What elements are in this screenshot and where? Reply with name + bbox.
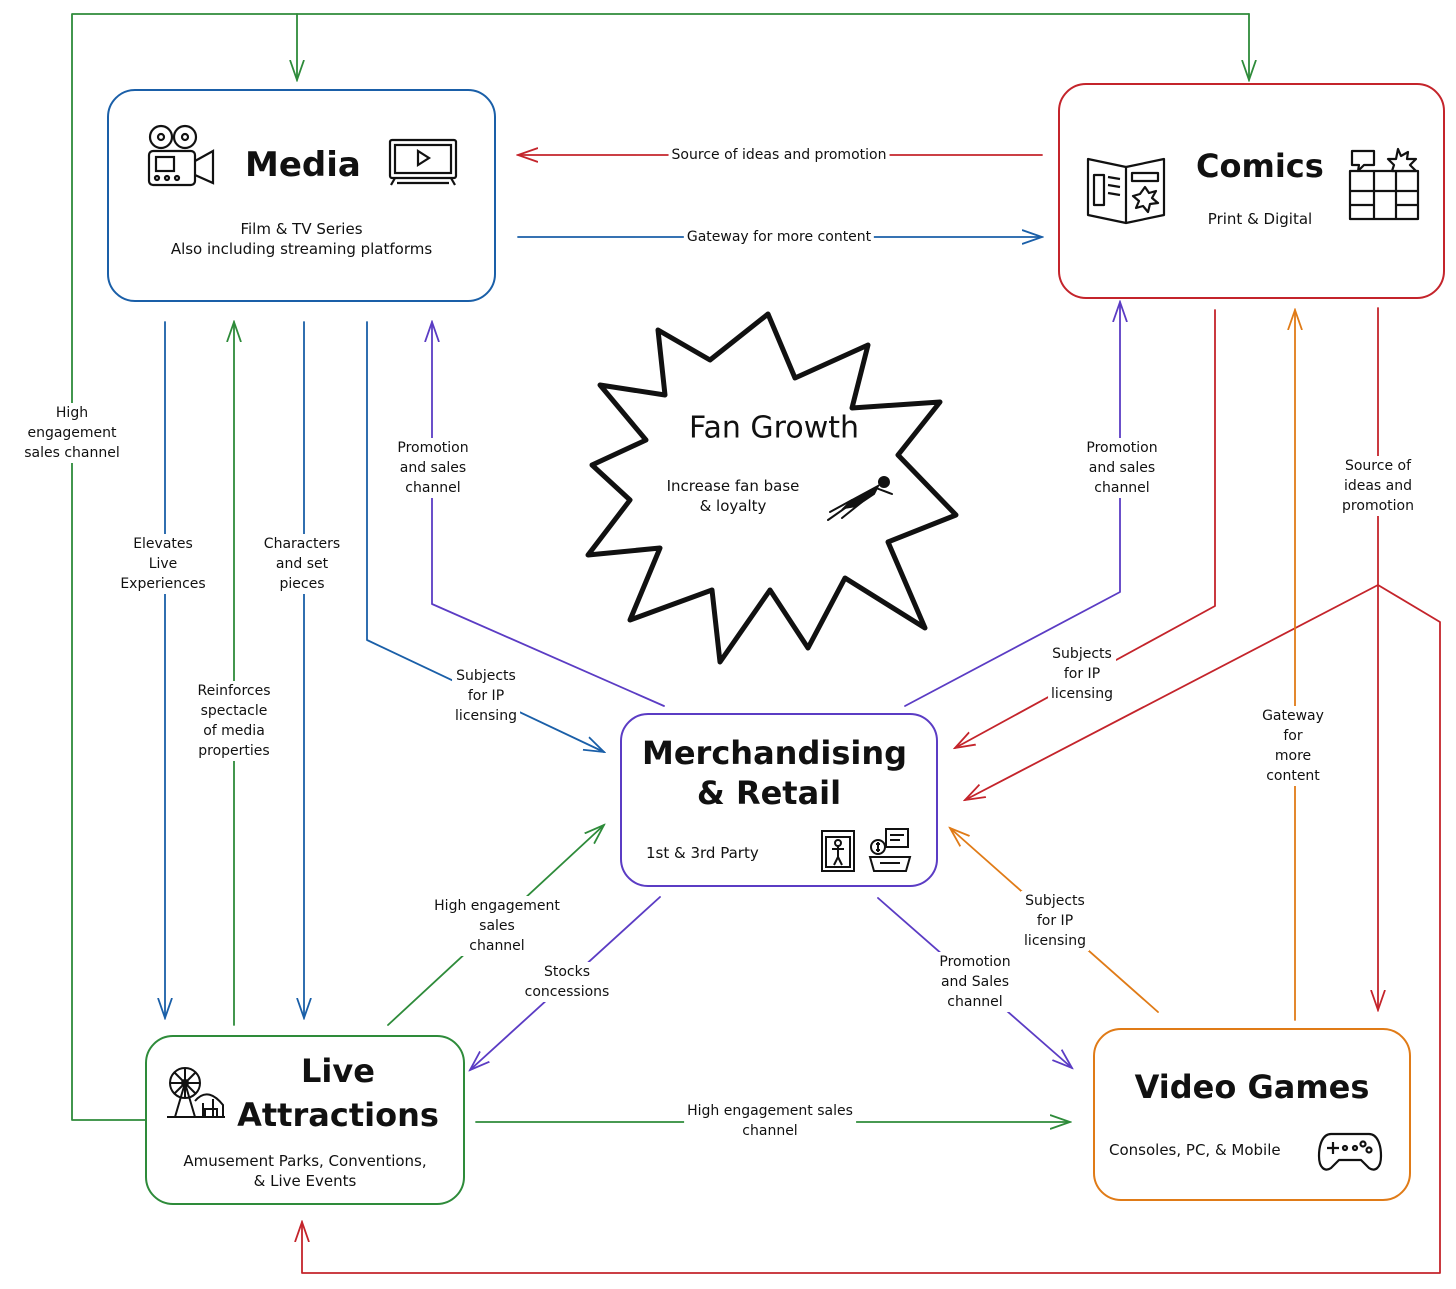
edge-merch-to-comics-promotion: [904, 302, 1120, 707]
edge-merch-to-media-promotion: [432, 322, 665, 707]
game-controller-icon: [1317, 1132, 1383, 1171]
comic-panels-icon: [1348, 147, 1420, 221]
hub-title: Fan Growth: [688, 410, 860, 446]
label-games-to-comics-gateway: Gateway for more content: [1259, 706, 1327, 786]
node-comics[interactable]: Comics Print & Digital: [1058, 83, 1445, 299]
edge-comics-to-live-loop: [302, 584, 1441, 1274]
node-merch[interactable]: Merchandising & Retail 1st & 3rd Party: [620, 713, 938, 887]
live-title: Live Attractions: [237, 1052, 439, 1134]
node-media[interactable]: Media Film & TV Series Also including st…: [107, 89, 496, 302]
ferris-wheel-icon: [167, 1067, 225, 1118]
merch-subtitle: 1st & 3rd Party: [646, 844, 759, 862]
node-live[interactable]: Live Attractions Amusement Parks, Conven…: [145, 1035, 465, 1205]
edge-live-outer-loop: [71, 13, 1250, 1121]
flying-hero-icon: [827, 476, 893, 521]
edge-comics-to-merch-licensing: [955, 309, 1216, 748]
label-games-to-merch-licensing: Subjects for IP licensing: [1021, 891, 1089, 951]
merch-title: Merchandising & Retail: [642, 734, 908, 812]
media-subtitle: Film & TV Series Also including streamin…: [170, 220, 433, 258]
comics-subtitle: Print & Digital: [1207, 210, 1313, 228]
edge-comics-branch-merch: [965, 584, 1379, 800]
label-merch-to-media-promotion: Promotion and sales channel: [394, 438, 472, 498]
node-games[interactable]: Video Games Consoles, PC, & Mobile: [1093, 1028, 1411, 1201]
games-title: Video Games: [1134, 1068, 1370, 1106]
open-comic-book-icon: [1086, 157, 1166, 225]
label-live-outer-loop: High engagement sales channel: [21, 403, 123, 463]
label-comics-to-games-source: Source of ideas and promotion: [1339, 456, 1417, 516]
television-icon: [388, 138, 458, 186]
live-subtitle: Amusement Parks, Conventions, & Live Eve…: [183, 1152, 427, 1190]
label-media-to-live-elevates: Elevates Live Experiences: [117, 534, 209, 594]
label-live-to-merch-sales: High engagement sales channel: [431, 896, 563, 956]
comics-title: Comics: [1196, 147, 1324, 185]
label-merch-to-games-promotion: Promotion and Sales channel: [936, 952, 1014, 1012]
label-comics-to-media: Source of ideas and promotion: [668, 145, 890, 165]
media-title: Media: [245, 145, 361, 185]
label-live-to-media-reinforces: Reinforces spectacle of media properties: [194, 681, 274, 761]
action-figure-box-icon: [821, 830, 855, 872]
label-media-to-live-characters: Characters and set pieces: [260, 534, 344, 594]
retail-cashier-icon: [868, 828, 912, 872]
hub-subtitle: Increase fan base & loyalty: [666, 477, 800, 515]
film-camera-icon: [147, 124, 215, 187]
label-comics-to-merch-licensing: Subjects for IP licensing: [1048, 644, 1116, 704]
edge-media-to-merch-licensing: [366, 321, 604, 752]
label-media-to-merch-licensing: Subjects for IP licensing: [452, 666, 520, 726]
label-merch-to-live-concessions: Stocks concessions: [521, 962, 613, 1002]
label-media-to-comics: Gateway for more content: [683, 227, 875, 247]
label-merch-to-comics-promotion: Promotion and sales channel: [1083, 438, 1161, 498]
label-live-to-games-sales: High engagement sales channel: [684, 1101, 856, 1141]
fan-growth-burst: [585, 311, 959, 665]
games-subtitle: Consoles, PC, & Mobile: [1109, 1141, 1281, 1159]
